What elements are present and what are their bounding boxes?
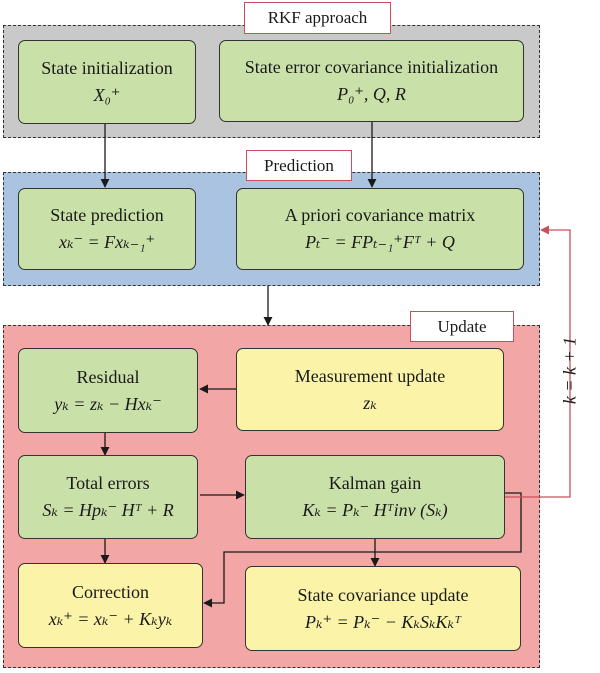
state-initialization-title: State initialization [41,58,173,78]
loop-label-text: k = k + 1 [559,336,580,405]
apriori-covariance-box: A priori covariance matrix Pₜ⁻ = FPₜ₋₁⁺F… [236,188,524,270]
residual-box: Residual yₖ = zₖ − Hxₖ⁻ [18,348,198,433]
kalman-gain-title: Kalman gain [328,473,422,493]
update-section-label: Update [410,311,514,342]
residual-title: Residual [76,366,140,387]
kalman-gain-box: Kalman gain Kₖ = Pₖ⁻ Hᵀinv (Sₖ) [245,455,505,539]
arrow-kalman-gain-to-correction [203,492,522,608]
correction-formula: xₖ⁺ = xₖ⁻ + Kₖyₖ [48,608,173,629]
covariance-initialization-formula: P₀⁺, Q, R [337,84,406,104]
residual-formula: yₖ = zₖ − Hxₖ⁻ [54,393,162,414]
covariance-initialization-title: State error covariance initialization [244,57,499,77]
covariance-initialization-box: State error covariance initialization P₀… [219,40,524,122]
state-covariance-update-title: State covariance update [297,584,469,605]
state-prediction-box: State prediction xₖ⁻ = Fxₖ₋₁⁺ [18,188,196,270]
prediction-section-label: Prediction [246,150,352,181]
measurement-update-formula: zₖ [363,392,377,413]
total-errors-box: Total errors Sₖ = Hpₖ⁻ Hᵀ + R [18,455,198,539]
correction-title: Correction [72,581,149,602]
kalman-gain-formula: Kₖ = Pₖ⁻ Hᵀinv (Sₖ) [302,500,448,520]
rkf-section-label: RKF approach [244,2,391,34]
feedback-loop-arrow [505,225,571,498]
state-prediction-formula: xₖ⁻ = Fxₖ₋₁⁺ [58,232,155,252]
total-errors-title: Total errors [66,473,150,493]
state-initialization-box: State initialization X₀⁺ [18,40,196,124]
apriori-covariance-title: A priori covariance matrix [284,205,476,225]
state-prediction-title: State prediction [50,205,164,225]
measurement-update-box: Measurement update zₖ [236,348,504,431]
apriori-covariance-formula: Pₜ⁻ = FPₜ₋₁⁺Fᵀ + Q [305,232,455,252]
state-covariance-update-box: State covariance update Pₖ⁺ = Pₖ⁻ − KₖSₖ… [245,566,521,651]
measurement-update-title: Measurement update [294,365,446,386]
total-errors-formula: Sₖ = Hpₖ⁻ Hᵀ + R [42,500,174,520]
correction-box: Correction xₖ⁺ = xₖ⁻ + Kₖyₖ [18,563,203,648]
state-covariance-update-formula: Pₖ⁺ = Pₖ⁻ − KₖSₖKₖᵀ [304,611,462,632]
state-initialization-formula: X₀⁺ [93,85,121,105]
